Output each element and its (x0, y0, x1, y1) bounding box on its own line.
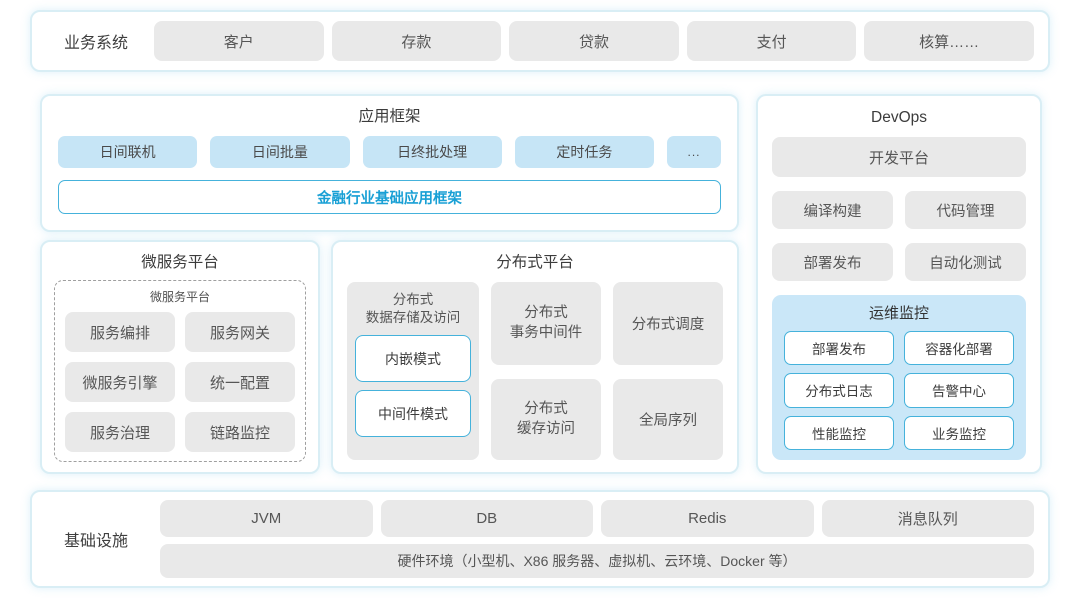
ops-item-performance-monitor: 性能监控 (784, 415, 894, 450)
ops-item-distributed-log: 分布式日志 (784, 373, 894, 408)
microservice-item-governance: 服务治理 (65, 412, 175, 452)
business-system-deposit: 存款 (331, 21, 502, 61)
distributed-cache-access: 分布式 缓存访问 (491, 379, 601, 460)
app-framework-item-daytime-batch: 日间批量 (210, 136, 350, 168)
microservice-grid: 服务编排 服务网关 微服务引擎 统一配置 服务治理 链路监控 (65, 312, 295, 452)
ops-monitoring-panel: 运维监控 部署发布 容器化部署 分布式日志 告警中心 性能监控 业务监控 (772, 295, 1026, 460)
app-framework-item-daytime-online: 日间联机 (58, 136, 198, 168)
app-framework-title: 应用框架 (358, 108, 421, 125)
app-framework-item-more: ... (667, 136, 721, 168)
devops-panel: DevOps 开发平台 编译构建 代码管理 部署发布 自动化测试 运维监控 部署… (756, 94, 1042, 474)
microservice-panel: 微服务平台 微服务平台 服务编排 服务网关 微服务引擎 统一配置 服务治理 链路… (40, 240, 320, 474)
distributed-scheduling: 分布式调度 (613, 282, 723, 365)
distributed-transaction-middleware: 分布式 事务中间件 (491, 282, 601, 365)
distributed-panel: 分布式平台 分布式 数据存储及访问 内嵌模式 中间件模式 分布式 事务中间件 分… (331, 240, 739, 474)
microservice-inner-box: 微服务平台 服务编排 服务网关 微服务引擎 统一配置 服务治理 链路监控 (54, 280, 306, 462)
platforms-row: 微服务平台 微服务平台 服务编排 服务网关 微服务引擎 统一配置 服务治理 链路… (40, 240, 739, 474)
infra-item-message-queue: 消息队列 (821, 500, 1034, 537)
microservice-item-engine: 微服务引擎 (65, 362, 175, 402)
ops-monitoring-grid: 部署发布 容器化部署 分布式日志 告警中心 性能监控 业务监控 (784, 331, 1014, 450)
microservice-item-tracing: 链路监控 (185, 412, 295, 452)
microservice-item-config: 统一配置 (185, 362, 295, 402)
middleware-mode-box: 中间件模式 (355, 390, 471, 438)
ops-item-containerized-deploy: 容器化部署 (904, 331, 1014, 366)
app-framework-item-eod-batch: 日终批处理 (362, 136, 502, 168)
global-sequence: 全局序列 (613, 379, 723, 460)
ops-item-business-monitor: 业务监控 (904, 415, 1014, 450)
distributed-col-right: 分布式调度 全局序列 (613, 282, 723, 460)
business-systems-band: 业务系统 客户 存款 贷款 支付 核算…… (30, 10, 1050, 72)
infrastructure-content: JVM DB Redis 消息队列 硬件环境（小型机、X86 服务器、虚拟机、云… (160, 500, 1034, 578)
devops-item-auto-test: 自动化测试 (905, 243, 1026, 281)
infrastructure-band: 基础设施 JVM DB Redis 消息队列 硬件环境（小型机、X86 服务器、… (30, 490, 1050, 588)
business-system-accounting: 核算…… (864, 21, 1034, 61)
middle-section: 应用框架 日间联机 日间批量 日终批处理 定时任务 ... 金融行业基础应用框架… (40, 94, 1042, 474)
hardware-environment-box: 硬件环境（小型机、X86 服务器、虚拟机、云环境、Docker 等） (160, 544, 1034, 578)
devops-item-deploy: 部署发布 (772, 243, 893, 281)
ops-monitoring-title: 运维监控 (868, 305, 929, 322)
devops-title: DevOps (871, 109, 927, 126)
business-systems-label: 业务系统 (63, 35, 128, 52)
infrastructure-label: 基础设施 (63, 533, 128, 550)
microservice-item-orchestration: 服务编排 (65, 312, 175, 352)
business-system-customer: 客户 (154, 21, 324, 61)
business-system-payment: 支付 (686, 21, 857, 61)
infra-item-redis: Redis (601, 500, 814, 537)
distributed-title: 分布式平台 (496, 254, 574, 271)
distributed-col-middle: 分布式 事务中间件 分布式 缓存访问 (491, 282, 601, 460)
distributed-data-storage-label: 分布式 数据存储及访问 (365, 292, 461, 326)
microservice-title: 微服务平台 (141, 254, 219, 271)
business-system-loan: 贷款 (509, 21, 679, 61)
infra-item-db: DB (380, 500, 593, 537)
ops-item-deploy: 部署发布 (784, 331, 894, 366)
microservice-inner-title: 微服务平台 (149, 290, 210, 304)
embedded-mode-box: 内嵌模式 (355, 335, 471, 383)
dev-platform-box: 开发平台 (772, 137, 1026, 177)
app-framework-panel: 应用框架 日间联机 日间批量 日终批处理 定时任务 ... 金融行业基础应用框架 (40, 94, 739, 232)
devops-item-build: 编译构建 (772, 191, 893, 229)
base-framework-box: 金融行业基础应用框架 (58, 180, 721, 214)
distributed-data-storage-box: 分布式 数据存储及访问 内嵌模式 中间件模式 (347, 282, 479, 460)
microservice-item-gateway: 服务网关 (185, 312, 295, 352)
ops-item-alert-center: 告警中心 (904, 373, 1014, 408)
devops-item-code-mgmt: 代码管理 (905, 191, 1026, 229)
devops-grid: 编译构建 代码管理 部署发布 自动化测试 (772, 191, 1026, 281)
distributed-grid: 分布式 数据存储及访问 内嵌模式 中间件模式 分布式 事务中间件 分布式 缓存访… (347, 282, 723, 460)
app-framework-items-row: 日间联机 日间批量 日终批处理 定时任务 ... (58, 136, 721, 168)
infra-item-jvm: JVM (160, 500, 373, 537)
infrastructure-row: JVM DB Redis 消息队列 (160, 500, 1034, 537)
app-framework-item-scheduled-task: 定时任务 (514, 136, 654, 168)
middle-left-column: 应用框架 日间联机 日间批量 日终批处理 定时任务 ... 金融行业基础应用框架… (40, 94, 739, 474)
